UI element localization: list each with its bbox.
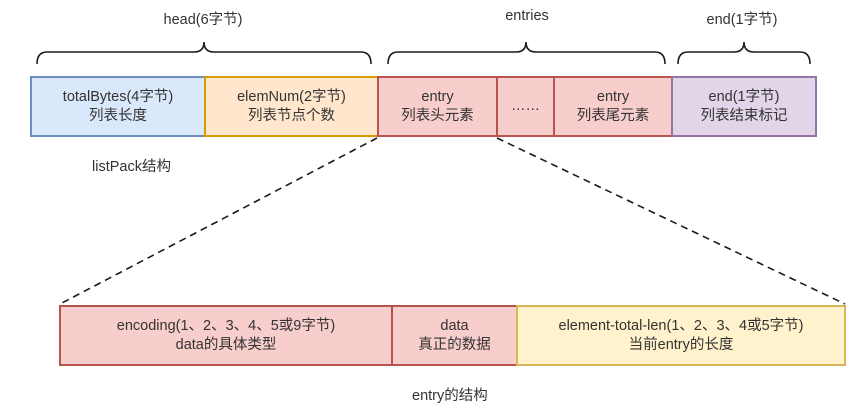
entries-group-label: entries	[505, 8, 549, 24]
listpack-caption: listPack结构	[92, 159, 171, 175]
encoding-desc: data的具体类型	[175, 336, 277, 353]
entry-head-box: entry 列表头元素	[377, 76, 498, 137]
end-group-label: end(1字节)	[706, 12, 778, 28]
entry-tail-box: entry 列表尾元素	[553, 76, 673, 137]
totalbytes-box: totalBytes(4字节) 列表长度	[30, 76, 206, 137]
data-desc: 真正的数据	[418, 336, 491, 353]
end-desc: 列表结束标记	[700, 107, 788, 124]
entry-detail-caption: entry的结构	[412, 388, 488, 404]
entry-tail-title: entry	[596, 88, 630, 105]
elemnum-title: elemNum(2字节)	[237, 88, 346, 105]
ellipsis-text: ……	[511, 98, 540, 114]
end-title: end(1字节)	[708, 88, 780, 105]
elemnum-box: elemNum(2字节) 列表节点个数	[204, 76, 379, 137]
zoom-dashed-line-right	[496, 137, 846, 305]
data-title: data	[440, 317, 469, 334]
element-total-len-box: element-total-len(1、2、3、4或5字节) 当前entry的长…	[516, 305, 846, 366]
totalbytes-desc: 列表长度	[89, 107, 147, 124]
entry-head-title: entry	[421, 88, 454, 105]
end-box: end(1字节) 列表结束标记	[671, 76, 817, 137]
end-brace	[677, 41, 811, 65]
head-brace	[36, 41, 372, 65]
element-total-len-desc: 当前entry的长度	[628, 336, 734, 353]
data-box: data 真正的数据	[391, 305, 518, 366]
encoding-box: encoding(1、2、3、4、5或9字节) data的具体类型	[59, 305, 393, 366]
totalbytes-title: totalBytes(4字节)	[62, 88, 174, 105]
entries-brace	[387, 41, 666, 65]
encoding-title: encoding(1、2、3、4、5或9字节)	[116, 317, 336, 334]
elemnum-desc: 列表节点个数	[248, 107, 335, 124]
entry-tail-desc: 列表尾元素	[576, 107, 650, 124]
head-group-label: head(6字节)	[163, 12, 243, 28]
element-total-len-title: element-total-len(1、2、3、4或5字节)	[558, 317, 804, 334]
entry-head-desc: 列表头元素	[401, 107, 474, 124]
entry-ellipsis-box: ……	[496, 76, 555, 137]
